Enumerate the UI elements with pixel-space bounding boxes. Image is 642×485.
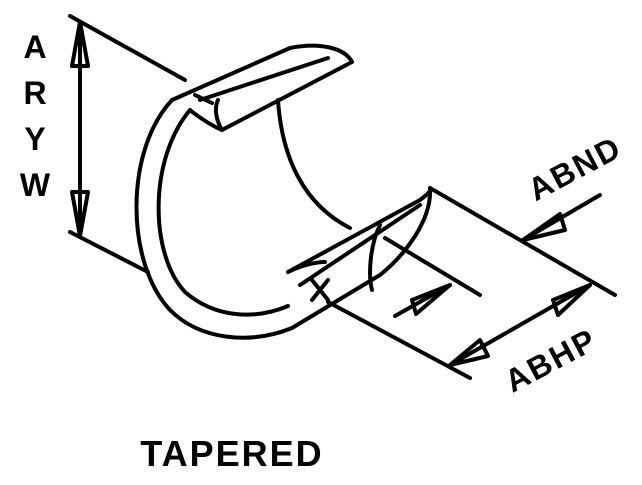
vertical-extension-bottom bbox=[68, 230, 150, 274]
bottom-flange-upper-edge bbox=[286, 260, 327, 274]
bottom-flange bbox=[286, 186, 433, 330]
center-mark-b bbox=[310, 278, 330, 302]
thickness-arrow bbox=[521, 212, 567, 242]
bearing-outer-shell bbox=[134, 98, 294, 340]
part-style-caption: TAPERED bbox=[140, 433, 323, 474]
vertical-dim-letter-2: R bbox=[23, 75, 48, 111]
vertical-arrow-bottom bbox=[70, 190, 90, 238]
bottom-flange-crease bbox=[368, 223, 382, 292]
vertical-dim-letter-4: W bbox=[20, 167, 52, 203]
interior-arrow bbox=[410, 283, 452, 316]
length-dimension-line bbox=[448, 283, 592, 367]
thickness-label: ABND bbox=[522, 129, 628, 208]
length-arrow-left bbox=[448, 338, 490, 367]
top-flange bbox=[170, 43, 354, 132]
length-label: ABHP bbox=[499, 321, 603, 399]
bearing-inner-shell bbox=[156, 108, 290, 317]
length-extension-bottom bbox=[326, 300, 472, 380]
bearing-back-contour bbox=[276, 98, 352, 230]
length-arrow-right bbox=[551, 283, 592, 317]
thickness-extension bbox=[383, 236, 482, 297]
vertical-dim-letter-1: A bbox=[23, 29, 48, 65]
top-flange-tick bbox=[193, 93, 214, 105]
top-flange-inner-edge bbox=[198, 56, 330, 102]
bottom-flange-inner-edge bbox=[298, 203, 422, 287]
vertical-arrow-top bbox=[70, 20, 90, 68]
vertical-dim-letter-3: Y bbox=[24, 121, 47, 157]
vertical-extension-top bbox=[68, 14, 187, 82]
top-flange-rim bbox=[213, 98, 224, 132]
